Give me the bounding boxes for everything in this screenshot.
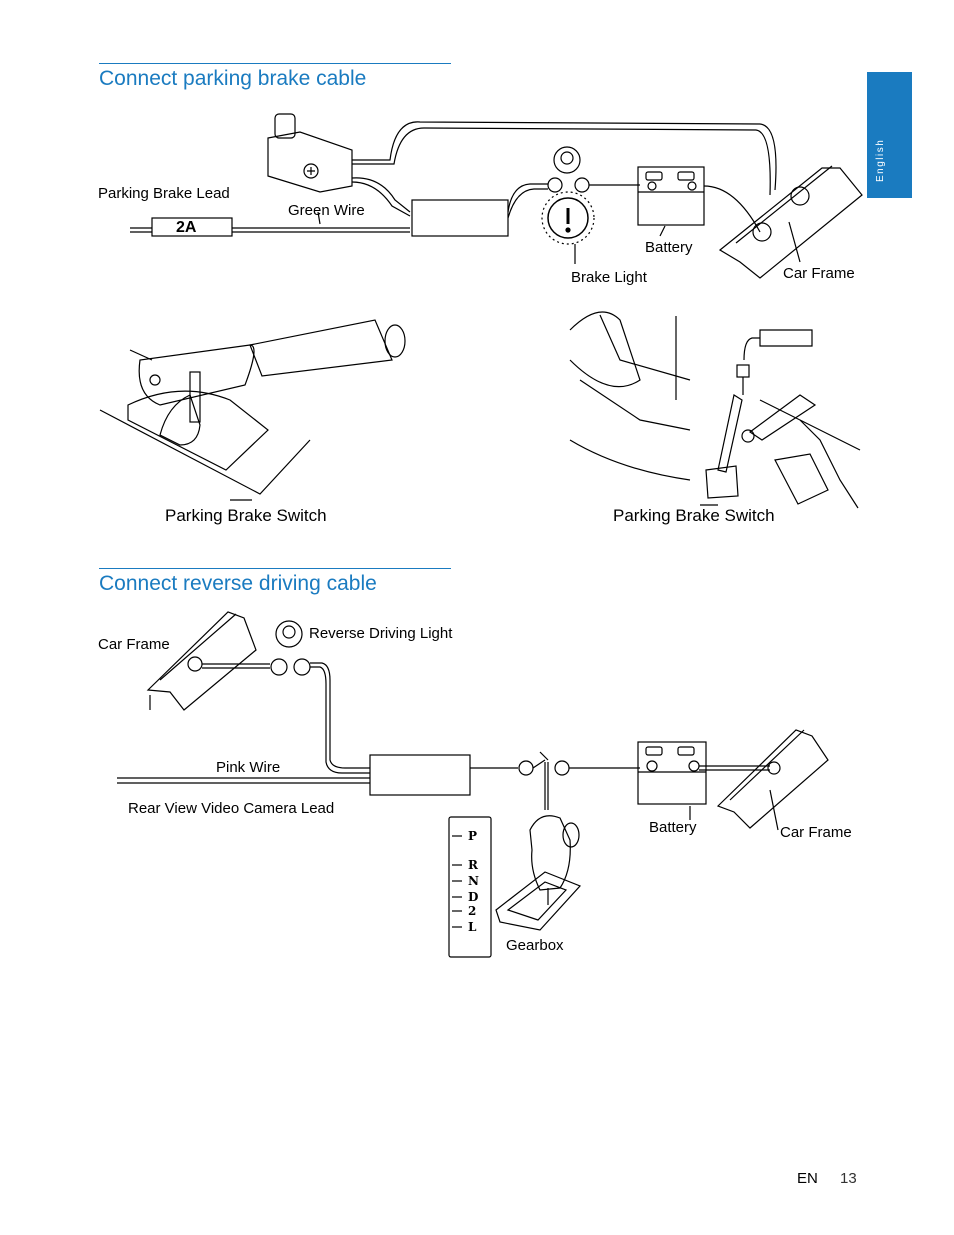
label-pink-wire: Pink Wire bbox=[216, 759, 281, 776]
label-battery: Battery bbox=[645, 239, 693, 256]
fuse-rating: 2A bbox=[176, 219, 197, 236]
gear-position-n: N bbox=[468, 874, 479, 888]
label-brake-light: Brake Light bbox=[571, 269, 647, 286]
gear-position-l: L bbox=[468, 920, 477, 934]
fuse-box bbox=[151, 217, 233, 237]
gear-position-d: D bbox=[468, 890, 479, 904]
gear-position-p: P bbox=[468, 829, 478, 843]
label-gearbox: Gearbox bbox=[506, 937, 564, 954]
label-rear-view-camera-lead: Rear View Video Camera Lead bbox=[128, 800, 335, 817]
section2-title: Connect reverse driving cable bbox=[99, 572, 377, 595]
section1-rule bbox=[99, 63, 451, 64]
label-green-wire: Green Wire bbox=[288, 202, 365, 219]
label-battery-2: Battery bbox=[649, 819, 697, 836]
label-car-frame: Car Frame bbox=[783, 265, 855, 282]
gear-position-2: 2 bbox=[468, 904, 477, 918]
section2-rule bbox=[99, 568, 451, 569]
label-car-frame-left: Car Frame bbox=[98, 636, 170, 653]
footer-language: EN bbox=[797, 1170, 818, 1187]
gear-position-r: R bbox=[468, 858, 478, 872]
page-number: 13 bbox=[840, 1170, 857, 1187]
label-reverse-driving-light: Reverse Driving Light bbox=[309, 625, 453, 642]
label-car-frame-right: Car Frame bbox=[780, 824, 852, 841]
label-parking-brake-switch-left: Parking Brake Switch bbox=[165, 506, 327, 525]
language-tab: English bbox=[867, 72, 912, 198]
label-parking-brake-lead: Parking Brake Lead bbox=[98, 185, 230, 202]
label-parking-brake-switch-right: Parking Brake Switch bbox=[613, 506, 775, 525]
section1-title: Connect parking brake cable bbox=[99, 67, 367, 90]
